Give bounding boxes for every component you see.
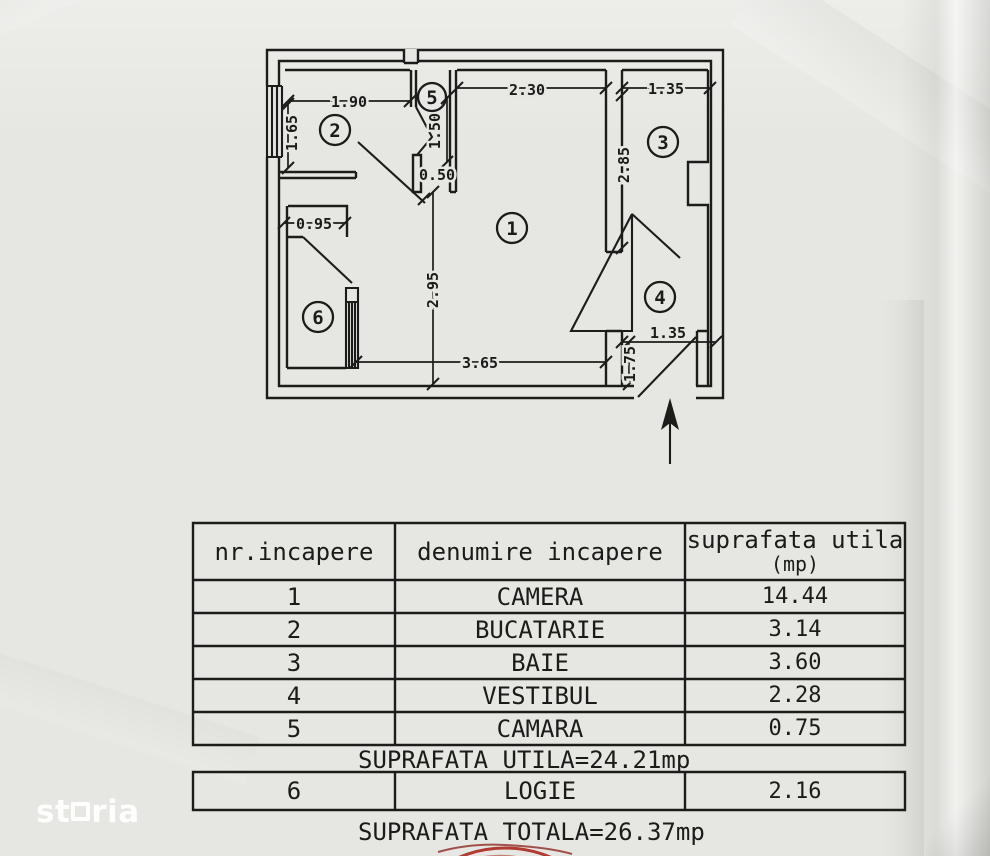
svg-text:5: 5 (426, 87, 437, 109)
dimension-lines (284, 87, 716, 384)
row-3-area: 3.60 (768, 650, 822, 675)
table-header-name: denumire incapere (417, 537, 663, 566)
row-5-area: 0.75 (768, 716, 822, 741)
door-zigzag-camara (415, 106, 434, 156)
row-5-nr: 5 (286, 714, 302, 743)
row-2-name: BUCATARIE (474, 615, 606, 644)
north-arrow-icon (661, 398, 679, 464)
table-header-nr: nr.incapere (214, 537, 374, 566)
table-header-area-unit: (mp) (770, 551, 820, 576)
dim-baie-depth: 2.85 (615, 147, 633, 183)
dim-loggia-niche: 0.95 (296, 215, 332, 233)
room-number-6: 6 (301, 300, 335, 334)
window-opening-left (264, 86, 284, 157)
dim-camara-depth: 1.50 (426, 113, 444, 149)
svg-text:4: 4 (654, 287, 665, 309)
table-header-area-line1: suprafata utila (686, 526, 904, 555)
suprafata-utila-total: SUPRAFATA UTILA=24.21mp (358, 746, 691, 774)
door-swing-bathroom (631, 213, 681, 259)
row-6-name: LOGIE (503, 777, 577, 805)
dimension-ticks (277, 81, 723, 391)
row-2-nr: 2 (286, 615, 302, 644)
storia-watermark-left: st (36, 794, 71, 830)
dim-camara-door: 0.50 (419, 166, 455, 184)
svg-text:1: 1 (506, 218, 517, 240)
storia-o-icon (71, 802, 91, 821)
dim-camera-height: 2.95 (424, 272, 442, 308)
dim-camera-bottom: 3.65 (462, 354, 498, 372)
row-4-name: VESTIBUL (482, 681, 598, 710)
row-1-nr: 1 (286, 582, 302, 611)
room-number-2: 2 (318, 113, 352, 147)
outer-walls (265, 48, 725, 400)
storia-watermark-right: ria (91, 794, 140, 830)
interior-walls (279, 49, 710, 386)
svg-text:3: 3 (657, 132, 668, 154)
room-number-1: 1 (495, 211, 529, 245)
dim-kitchen-window: 1.65 (283, 115, 301, 151)
row-4-area: 2.28 (768, 683, 822, 708)
door-swing-loggia (302, 236, 353, 284)
row-6-area: 2.16 (768, 778, 822, 804)
red-stamp (437, 843, 573, 856)
table-header-area: suprafata utila (mp) (685, 523, 905, 580)
dim-vestibule-depth: 1.75 (621, 346, 639, 382)
table-grid (191, 521, 907, 812)
window-hatch-left (265, 84, 284, 159)
row-2-area: 3.14 (768, 617, 822, 642)
room-number-5: 5 (416, 81, 448, 113)
row-3-name: BAIE (511, 648, 569, 677)
row-3-nr: 3 (286, 648, 302, 677)
door-swing-entrance (637, 336, 697, 398)
door-swing-vestibule (569, 213, 634, 333)
svg-text:6: 6 (312, 307, 323, 329)
dim-camera-width: 2.30 (509, 81, 545, 99)
dim-baie-width: 1.35 (648, 80, 684, 98)
room-number-3: 3 (646, 125, 680, 159)
svg-text:2: 2 (329, 120, 340, 142)
row-5-name: CAMARA (496, 714, 584, 743)
vent-opening-top (403, 49, 418, 63)
row-6-nr: 6 (286, 777, 302, 805)
dim-vestibule-width: 1.35 (650, 324, 686, 342)
row-1-area: 14.44 (761, 584, 829, 609)
row-1-name: CAMERA (496, 582, 584, 611)
window-hatch-loggia (344, 286, 360, 370)
door-swing-kitchen (357, 141, 426, 204)
dim-kitchen-width: 1.90 (331, 93, 367, 111)
row-4-nr: 4 (286, 681, 302, 710)
room-number-4: 4 (643, 280, 677, 314)
suprafata-totala-total: SUPRAFATA TOTALA=26.37mp (358, 818, 705, 846)
